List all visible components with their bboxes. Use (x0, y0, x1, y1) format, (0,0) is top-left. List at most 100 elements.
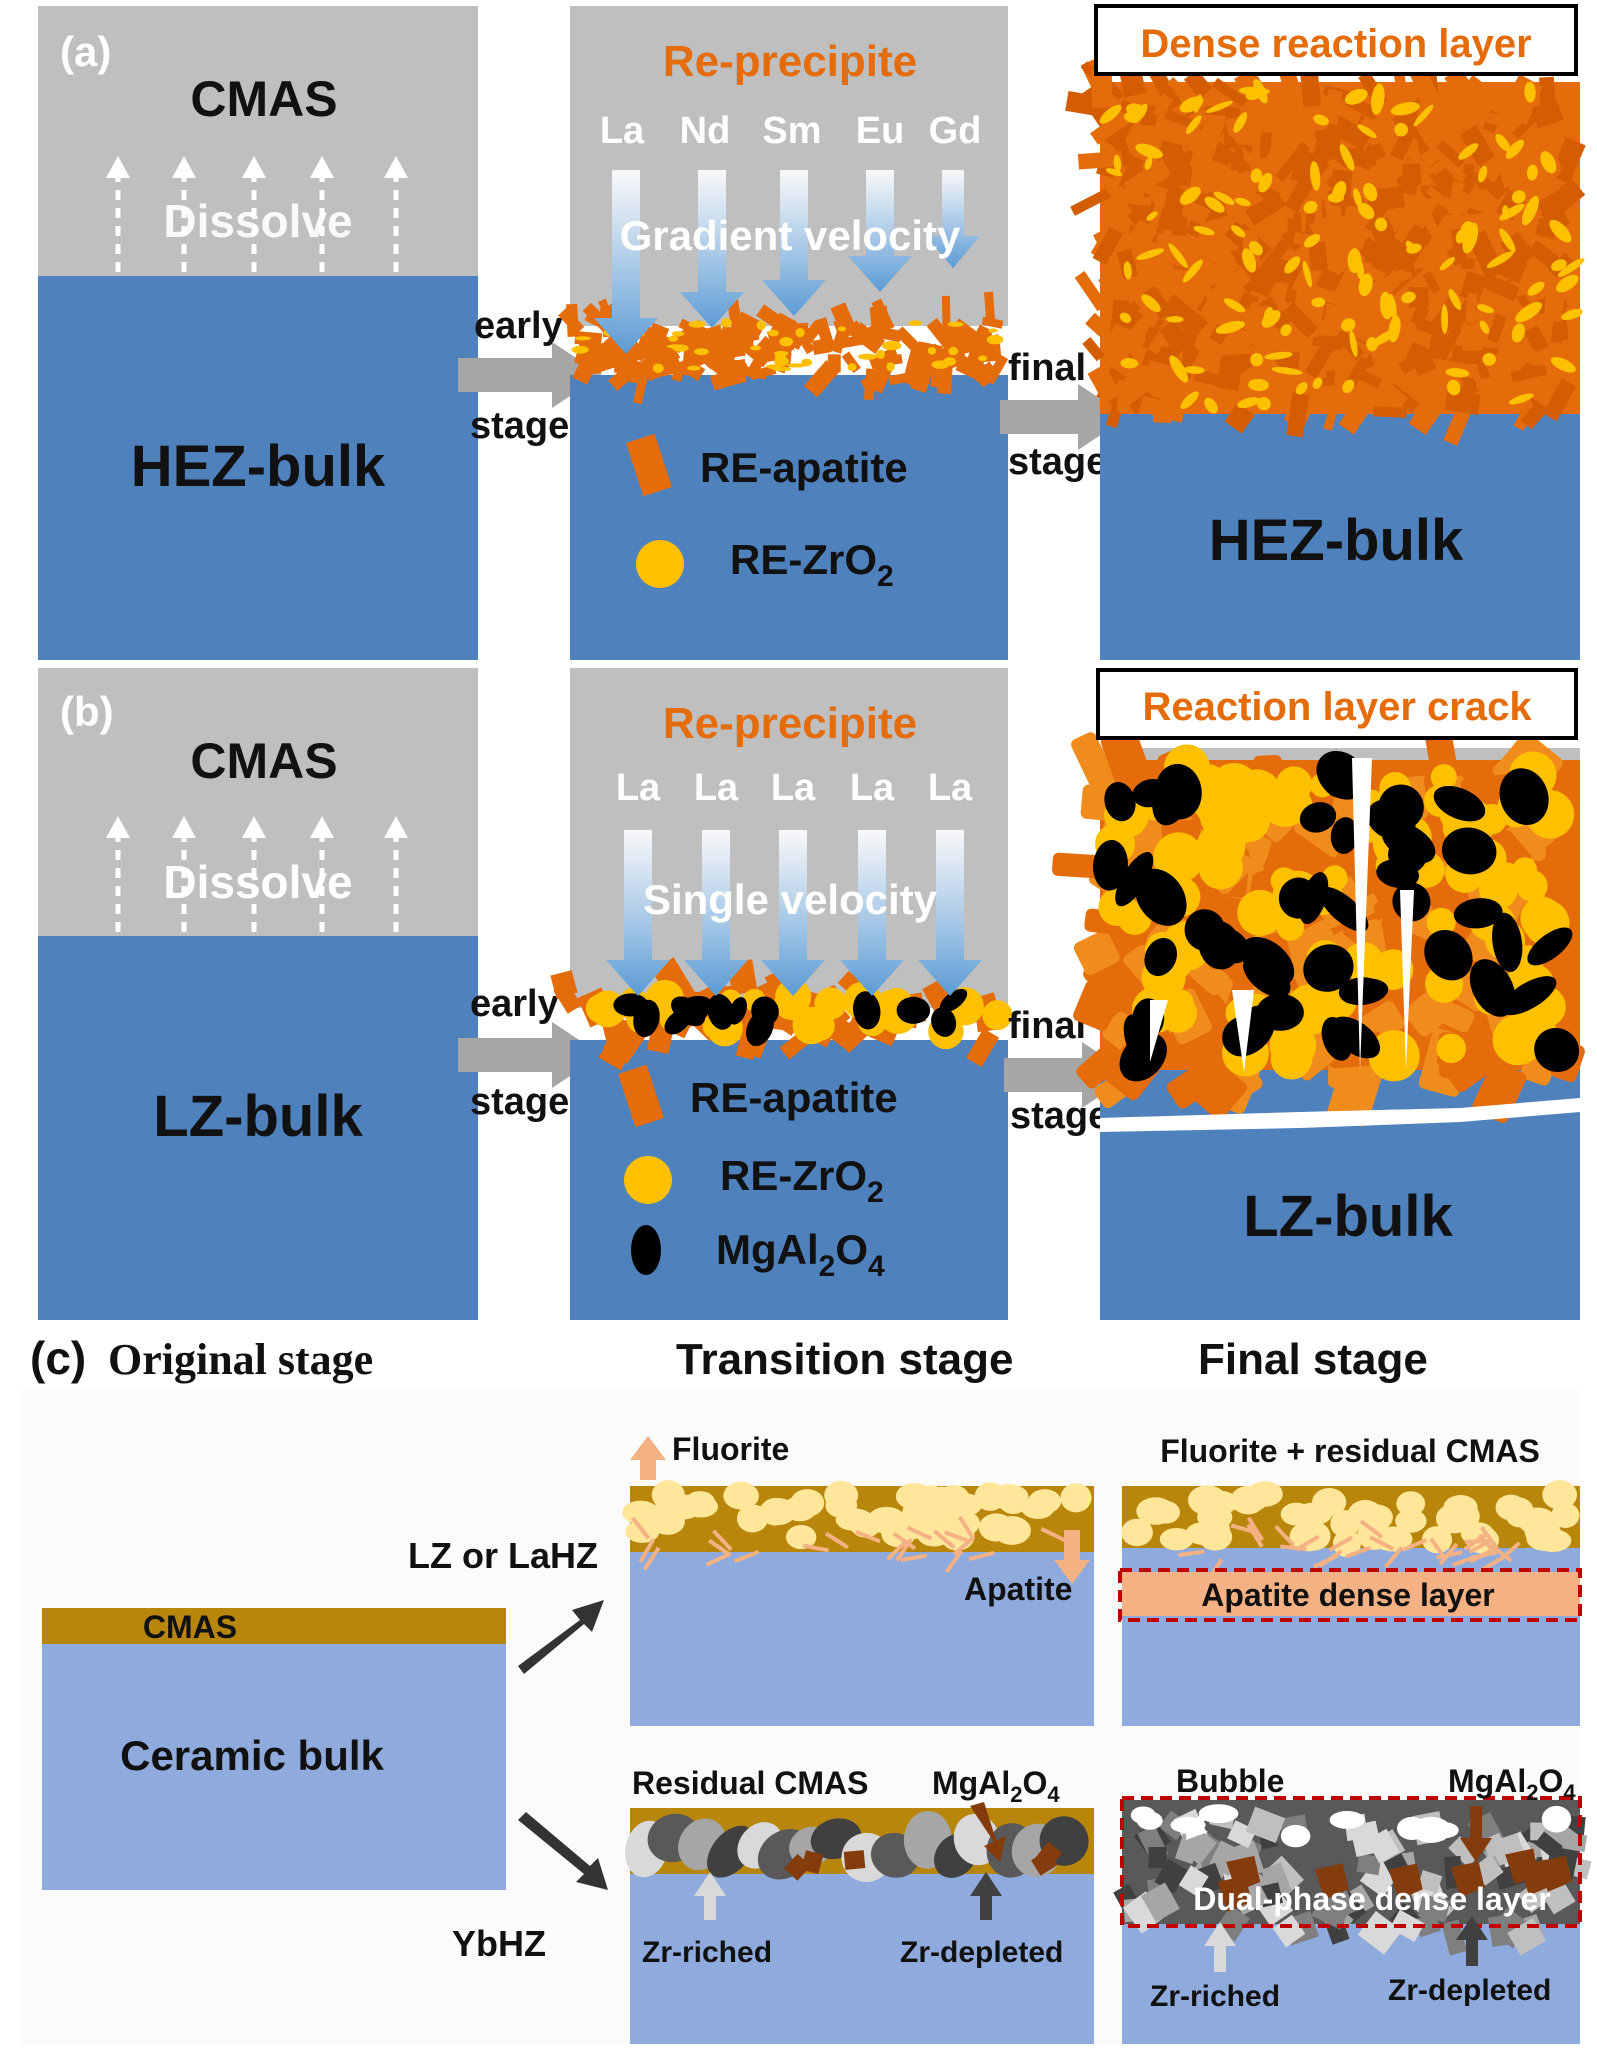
zro2-grain (1193, 94, 1202, 113)
fluorite-grain (723, 1481, 758, 1509)
zro2-grain (1153, 832, 1204, 883)
apatite-grain (811, 337, 832, 355)
apatite-grain (1260, 828, 1300, 891)
apatite-grain (1091, 69, 1113, 108)
mgal2o4-grain (1450, 1861, 1485, 1898)
b-legend-zro2-label: RE-ZrO2 (720, 1152, 884, 1209)
a-legend-apatite-label: RE-apatite (700, 444, 908, 491)
a-element-la: La (600, 110, 645, 152)
zro2-grain (1237, 889, 1284, 936)
c-dual-phase-box (1120, 1796, 1582, 1928)
apatite-needle (705, 1552, 731, 1567)
c-route-upper-arrow (518, 1600, 604, 1674)
apatite-grain (1480, 157, 1506, 183)
c-cmas-label: CMAS (143, 1609, 237, 1645)
panel-a: (a) CMAS Dissolve HEZ-bulk early stage R… (38, 4, 1586, 660)
apatite-grain (1315, 159, 1341, 188)
zro2-grain (1311, 297, 1326, 308)
apatite-needle (1480, 1526, 1499, 1550)
apatite-grain (1443, 403, 1473, 446)
zro2-grain (1366, 337, 1378, 352)
apatite-grain (1106, 323, 1147, 358)
b-legend-apatite-icon (618, 1064, 664, 1128)
apatite-needle (1359, 1519, 1384, 1539)
zro2-grain (1540, 151, 1557, 174)
zro2-grain (1502, 205, 1510, 219)
fluorite-grain (1028, 1489, 1062, 1514)
zro2-grain (1202, 840, 1241, 880)
b-dissolve-arrows (106, 816, 408, 932)
apatite-needle (642, 1546, 661, 1571)
apatite-grain (755, 335, 779, 359)
apatite-grain (1514, 127, 1548, 166)
apatite-needle (957, 1515, 976, 1540)
zro2-grain (1495, 134, 1511, 152)
apatite-needle (733, 1550, 760, 1564)
zro2-grain (1479, 320, 1490, 334)
fluorite-grain (825, 1492, 858, 1518)
mgal2o4-grain (853, 991, 881, 1030)
b-cmas-region (38, 668, 478, 936)
b-element-la-4: La (850, 767, 895, 809)
apatite-grain (756, 304, 789, 333)
apatite-grain (869, 305, 890, 337)
zro2-grain (1436, 1033, 1467, 1064)
a-transition-bulk (570, 375, 1008, 660)
bubble (1541, 1805, 1572, 1833)
bubble (1411, 1816, 1452, 1843)
zro2-grain (1446, 379, 1461, 396)
apatite-grain (1510, 364, 1548, 382)
zro2-grain (1394, 122, 1408, 137)
apatite-grain (1162, 326, 1197, 362)
mgal2o4-grain (1441, 827, 1497, 875)
apatite-grain (598, 1027, 639, 1071)
c-trans-upper-bulk (630, 1552, 1094, 1726)
fluorite-grain (651, 1480, 685, 1510)
fluorite-grain (1121, 1518, 1153, 1547)
apatite-grain (1323, 89, 1343, 126)
apatite-grain (1256, 238, 1291, 279)
zro2-grain (1511, 323, 1525, 343)
zro2-grain (1549, 219, 1572, 243)
apatite-needle (1477, 1533, 1498, 1556)
apatite-grain (1103, 178, 1133, 218)
apatite-needle (824, 1531, 849, 1550)
apatite-grain (1085, 312, 1111, 338)
zro2-grain (947, 321, 964, 327)
a-dissolve-label: Dissolve (163, 195, 352, 247)
b-element-la-2: La (694, 767, 739, 809)
apatite-needle (944, 1549, 964, 1574)
apatite-grain (1361, 263, 1387, 284)
apatite-needle (900, 1553, 927, 1563)
apatite-grain (1523, 325, 1549, 354)
zro2-grain (1374, 217, 1388, 232)
fluorite-grain (622, 1500, 659, 1525)
c-fluorite-arrow (630, 1436, 666, 1480)
c-final-zrriched-label: Zr-riched (1150, 1980, 1280, 2013)
apatite-grain (1207, 162, 1227, 184)
zro2-grain (1356, 260, 1365, 280)
panel-c: CMAS Ceramic bulk LZ or LaHZ YbHZ Fluori… (20, 1390, 1592, 2045)
a-result-title: Dense reaction layer (1140, 22, 1531, 66)
apatite-grain (1224, 402, 1255, 434)
apatite-grain (1390, 133, 1413, 161)
apatite-needle (1401, 1538, 1428, 1552)
a-bulk-region (38, 276, 478, 660)
c-final-zrdepleted-arrow (1456, 1916, 1488, 1966)
apatite-grain (633, 337, 650, 362)
apatite-grain (1180, 199, 1211, 226)
apatite-grain (966, 1028, 1000, 1068)
zro2-grain (1515, 301, 1543, 323)
zro2-grain (773, 350, 789, 357)
apatite-grain (708, 340, 742, 377)
zro2-grain (1426, 907, 1456, 937)
apatite-needle (1178, 1549, 1205, 1558)
zro2-grain (1146, 211, 1158, 221)
apatite-grain (868, 347, 900, 370)
apatite-needle (1469, 1550, 1496, 1561)
c-route-lower-label: YbHZ (452, 1923, 546, 1964)
b-cmas-label: CMAS (190, 733, 337, 789)
apatite-grain (1259, 132, 1272, 159)
apatite-grain (888, 371, 916, 386)
zr-grain (1141, 1882, 1180, 1923)
